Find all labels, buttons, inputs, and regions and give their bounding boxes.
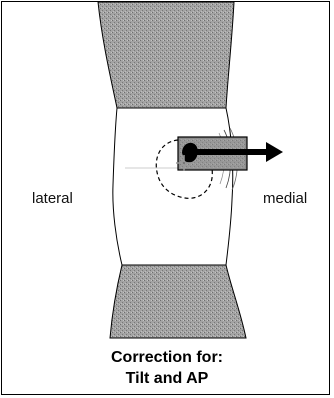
knee-band [113, 108, 233, 265]
medial-label: medial [263, 191, 307, 206]
lateral-label: lateral [32, 191, 73, 206]
arrow-head-icon [266, 142, 283, 162]
arrow-shaft [190, 149, 270, 155]
caption-line-2: Tilt and AP [0, 371, 334, 387]
caption-line-1: Correction for: [0, 350, 334, 366]
thigh-shape [98, 2, 234, 108]
shin-shape [110, 265, 246, 338]
